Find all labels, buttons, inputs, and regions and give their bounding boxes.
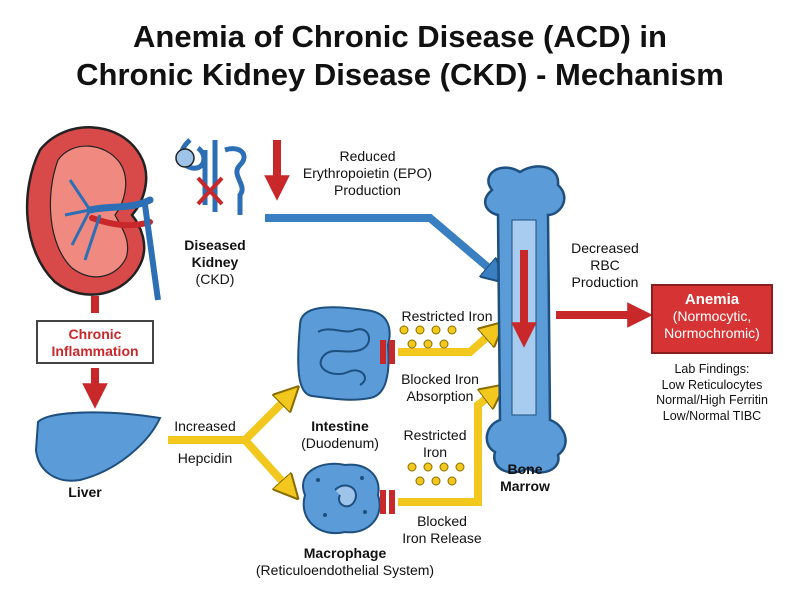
blocked-absorption-label: Blocked Iron Absorption [401, 371, 479, 404]
anemia-box: Anemia (Normocytic, Normochromic) [651, 284, 773, 354]
kidney-icon [25, 126, 161, 301]
lab-finding-item: Normal/High Ferritin [656, 393, 768, 407]
nephron-icon [175, 138, 247, 215]
block-bar-2 [389, 340, 395, 364]
lab-finding-item: Low/Normal TIBC [662, 408, 762, 423]
anemia-heading: Anemia [684, 291, 740, 308]
restricted-iron-top-arrow [398, 330, 495, 356]
title-line-2: Chronic Kidney Disease (CKD) - Mechanism [76, 57, 724, 92]
blocked-release-label: Blocked Iron Release [402, 513, 482, 546]
title-line-1: Anemia of Chronic Disease (ACD) in [133, 19, 667, 54]
intestine-label: Intestine (Duodenum) [301, 418, 379, 451]
liver-label: Liver [68, 484, 102, 500]
block-bar-1 [380, 340, 386, 364]
liver-icon [34, 411, 162, 482]
block-bar-3 [380, 490, 386, 514]
kidney-label: Diseased Kidney (CKD) [184, 237, 246, 287]
bone-marrow-label: Bone Marrow [500, 461, 550, 494]
block-bar-4 [389, 490, 395, 514]
lab-finding-item: Low Reticulocytes [661, 377, 763, 392]
lab-findings-heading: Lab Findings: [674, 362, 750, 376]
restricted-iron-bottom-label: Restricted Iron [403, 427, 467, 460]
macrophage-label: Macrophage (Reticuloendothelial System) [255, 545, 435, 578]
page-title: Anemia of Chronic Disease (ACD) in Chron… [0, 18, 800, 94]
chronic-inflammation-box: Chronic Inflammation [36, 320, 154, 364]
restricted-iron-bottom-arrow [398, 392, 495, 506]
hepcidin-to-intestine-arrow [242, 395, 290, 443]
intestine-icon [297, 306, 391, 401]
epo-to-marrow-arrow [265, 214, 497, 275]
rbc-label: Decreased RBC Production [571, 240, 639, 290]
hepcidin-increased-label: Increased [174, 418, 236, 434]
hepcidin-label: Hepcidin [177, 450, 233, 466]
macrophage-icon [302, 462, 381, 535]
restricted-iron-top-label: Restricted Iron [401, 308, 493, 324]
iron-dots-top [399, 325, 457, 349]
epo-label: Reduced Erythropoietin (EPO) Production [302, 148, 433, 198]
iron-dots-bottom [407, 462, 465, 486]
hepcidin-to-macrophage-arrow [242, 437, 290, 490]
lab-findings: Lab Findings: Low Reticulocytes Normal/H… [632, 362, 792, 424]
